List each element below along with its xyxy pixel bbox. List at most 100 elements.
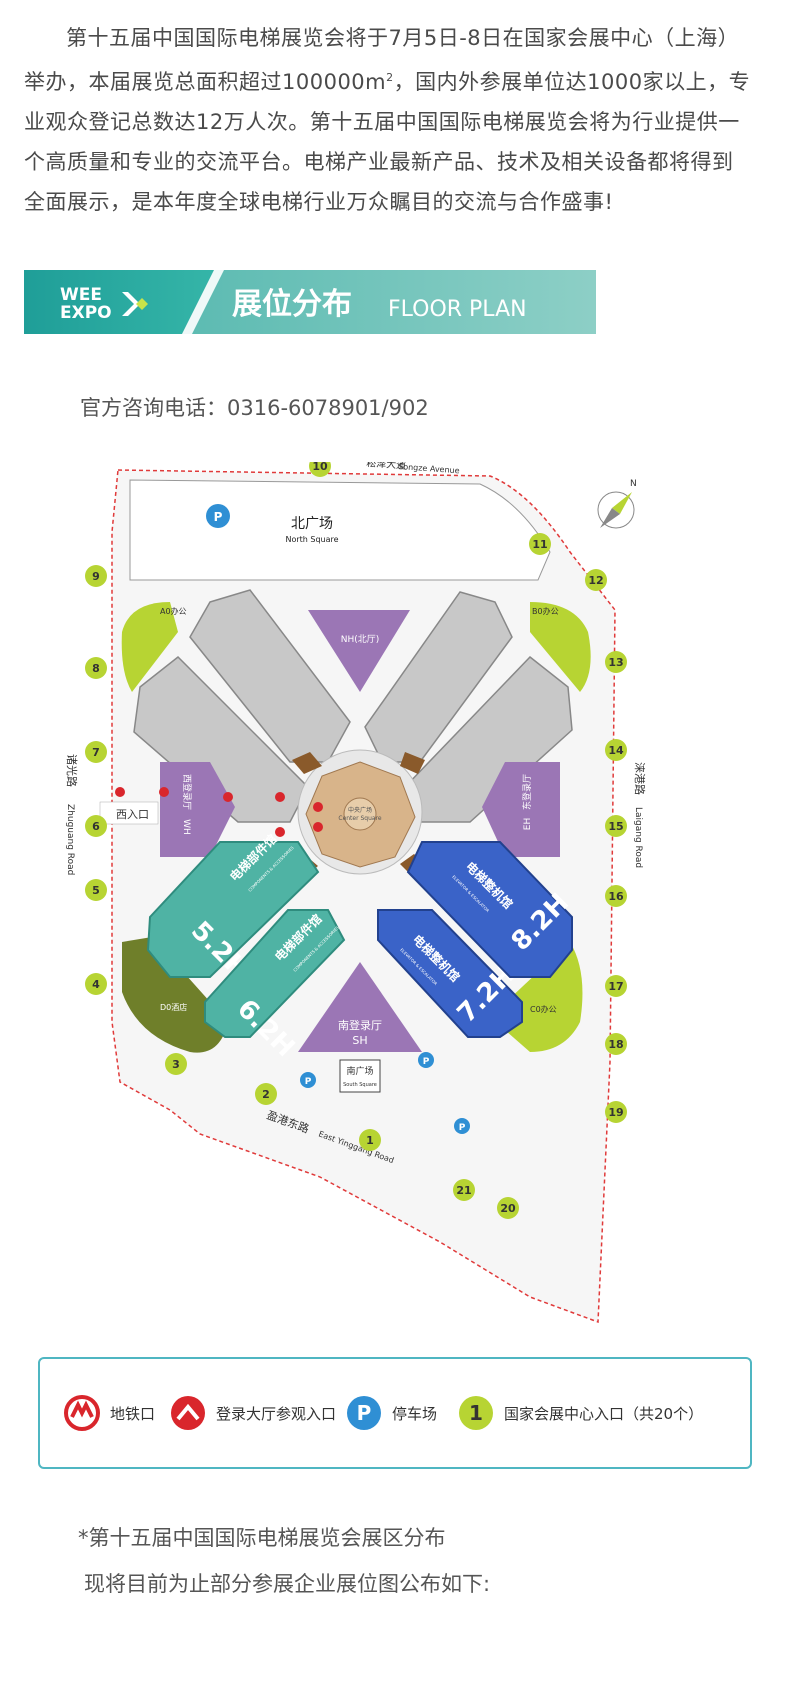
gate-number: 17 <box>608 980 623 993</box>
svg-text:P: P <box>423 1057 430 1067</box>
banner-title-en: FLOOR PLAN <box>388 297 527 322</box>
gate-marker-3: 3 <box>165 1053 187 1075</box>
gate-number: 1 <box>366 1134 374 1147</box>
metro-icon <box>115 787 323 837</box>
gate-number: 21 <box>456 1184 471 1197</box>
road-west-cn: 诸光路 <box>65 754 79 787</box>
gate-marker-18: 18 <box>605 1033 627 1055</box>
gate-number-icon: 1 <box>459 1396 493 1430</box>
gate-number: 6 <box>92 820 100 833</box>
gate-marker-4: 4 <box>85 973 107 995</box>
office-b0-label: B0办公 <box>532 606 559 616</box>
gate-marker-13: 13 <box>605 651 627 673</box>
gate-number: 16 <box>608 890 624 903</box>
svg-text:WEE: WEE <box>60 285 102 305</box>
gate-marker-6: 6 <box>85 815 107 837</box>
gate-number: 13 <box>608 656 623 669</box>
compass-icon: N <box>597 479 637 529</box>
hall-north-west-b <box>133 655 309 823</box>
south-square-cn: 南广场 <box>346 1065 373 1077</box>
gate-marker-15: 15 <box>605 815 627 837</box>
gate-number: 20 <box>500 1202 516 1215</box>
footer-note: *第十五届中国国际电梯展览会展区分布 <box>78 1526 446 1550</box>
consult-phone: 官方咨询电话：0316-6078901/902 <box>80 396 429 420</box>
banner-title-cn: 展位分布 <box>232 287 352 322</box>
legend-entry: 登录大厅参观入口 <box>170 1359 336 1467</box>
eh-label-en: EH <box>523 818 533 830</box>
gate-number: 15 <box>608 820 623 833</box>
intro-line-2: 举办，本届展览总面积超过100000m2，国内外参展单位达1000家以上，专 <box>24 70 751 94</box>
sh-south-hall <box>298 962 422 1052</box>
wee-expo-logo: WEE EXPO <box>60 285 148 323</box>
office-c0-label: C0办公 <box>530 1004 557 1014</box>
gate-number: 10 <box>312 462 328 473</box>
svg-text:P: P <box>357 1401 372 1425</box>
gate-marker-9: 9 <box>85 565 107 587</box>
office-a0 <box>121 602 178 692</box>
gate-number: 4 <box>92 978 100 991</box>
svg-text:N: N <box>630 479 637 489</box>
map-legend: 地铁口 登录大厅参观入口 P 停车场 1 国家会展中心入口（共20个） <box>38 1357 752 1469</box>
north-square-cn: 北广场 <box>291 516 333 532</box>
intro-line-5: 全面展示，是本年度全球电梯行业万众瞩目的交流与合作盛事! <box>24 190 614 214</box>
hotel-d0 <box>122 937 228 1053</box>
office-a0-label: A0办公 <box>160 606 187 616</box>
metro-icon <box>64 1395 100 1431</box>
gate-number: 18 <box>608 1038 623 1051</box>
intro-line-3: 业观众登记总数达12万人次。第十五届中国国际电梯展览会将为行业提供一 <box>24 110 740 134</box>
road-east-en: Laigang Road <box>633 807 643 868</box>
gate-number: 9 <box>92 570 100 583</box>
intro-line-4: 个高质量和专业的交流平台。电梯产业最新产品、技术及相关设备都将得到 <box>24 150 734 174</box>
gate-marker-20: 20 <box>497 1197 519 1219</box>
gate-number: 19 <box>608 1106 623 1119</box>
south-square-en: South Square <box>343 1082 377 1088</box>
legend-metro: 地铁口 <box>64 1359 155 1467</box>
sh-label-en: SH <box>352 1034 367 1047</box>
eh-east-hall <box>482 762 560 857</box>
center-square-cn: 中央广场 <box>348 806 372 814</box>
gate-number: 2 <box>262 1088 270 1101</box>
nh-north-hall <box>308 610 410 692</box>
entry-arrow-icon <box>171 1396 205 1430</box>
eh-label-cn: 东登录厅 <box>521 774 533 810</box>
parking-icon-south-1: P <box>300 1072 316 1088</box>
gate-marker-5: 5 <box>85 879 107 901</box>
svg-text:P: P <box>214 510 223 524</box>
gate-number: 12 <box>588 574 603 587</box>
gate-marker-17: 17 <box>605 975 627 997</box>
gate-number: 5 <box>92 884 100 897</box>
gate-marker-11: 11 <box>529 533 551 555</box>
parking-icon-north: P <box>206 504 230 528</box>
sh-label-cn: 南登录厅 <box>338 1018 382 1032</box>
office-b0 <box>530 602 591 692</box>
north-square-area <box>129 479 551 581</box>
gate-number: 8 <box>92 662 100 675</box>
gate-marker-19: 19 <box>605 1101 627 1123</box>
hall-8-2h: 8.2H 电梯整机馆 ELEVATOR & ESCALATOR <box>406 841 575 978</box>
nh-label: NH(北厅) <box>341 634 380 645</box>
legend-gate: 1 国家会展中心入口（共20个） <box>458 1359 703 1467</box>
gate-marker-14: 14 <box>605 739 627 761</box>
parking-icon-south-2: P <box>418 1052 434 1068</box>
legend-parking-text: 停车场 <box>392 1404 438 1423</box>
legend-parking: P 停车场 <box>346 1359 437 1467</box>
hotel-d0-label: D0酒店 <box>160 1002 187 1012</box>
road-west-en: Zhuguang Road <box>65 804 75 875</box>
floor-plan-map: NH(北厅) A0办公 B0办公 C0办公 D0酒店 西登录厅 WH 东登录厅 … <box>60 455 740 1342</box>
gate-marker-16: 16 <box>605 885 627 907</box>
intro-paragraph: 第十五届中国国际电梯展览会将于7月5日-8日在国家会展中心（上海） 举办，本届展… <box>24 18 764 222</box>
gate-marker-1: 1 <box>359 1129 381 1151</box>
floor-plan-banner: WEE EXPO 展位分布 FLOOR PLAN <box>24 270 596 334</box>
road-north-en: Songze Avenue <box>398 462 460 475</box>
svg-text:P: P <box>459 1123 466 1133</box>
footer-subnote: 现将目前为止部分参展企业展位图公布如下: <box>84 1572 491 1596</box>
west-entrance-label: 西入口 <box>116 808 149 821</box>
wh-west-hall <box>160 762 235 857</box>
parking-icon: P <box>347 1396 381 1430</box>
svg-text:EXPO: EXPO <box>60 303 112 323</box>
gate-number: 14 <box>608 744 624 757</box>
connector-ne <box>400 752 425 774</box>
north-square-en: North Square <box>285 535 338 544</box>
road-east-cn: 涞港路 <box>633 762 646 795</box>
center-square-en: Center Square <box>338 815 382 822</box>
